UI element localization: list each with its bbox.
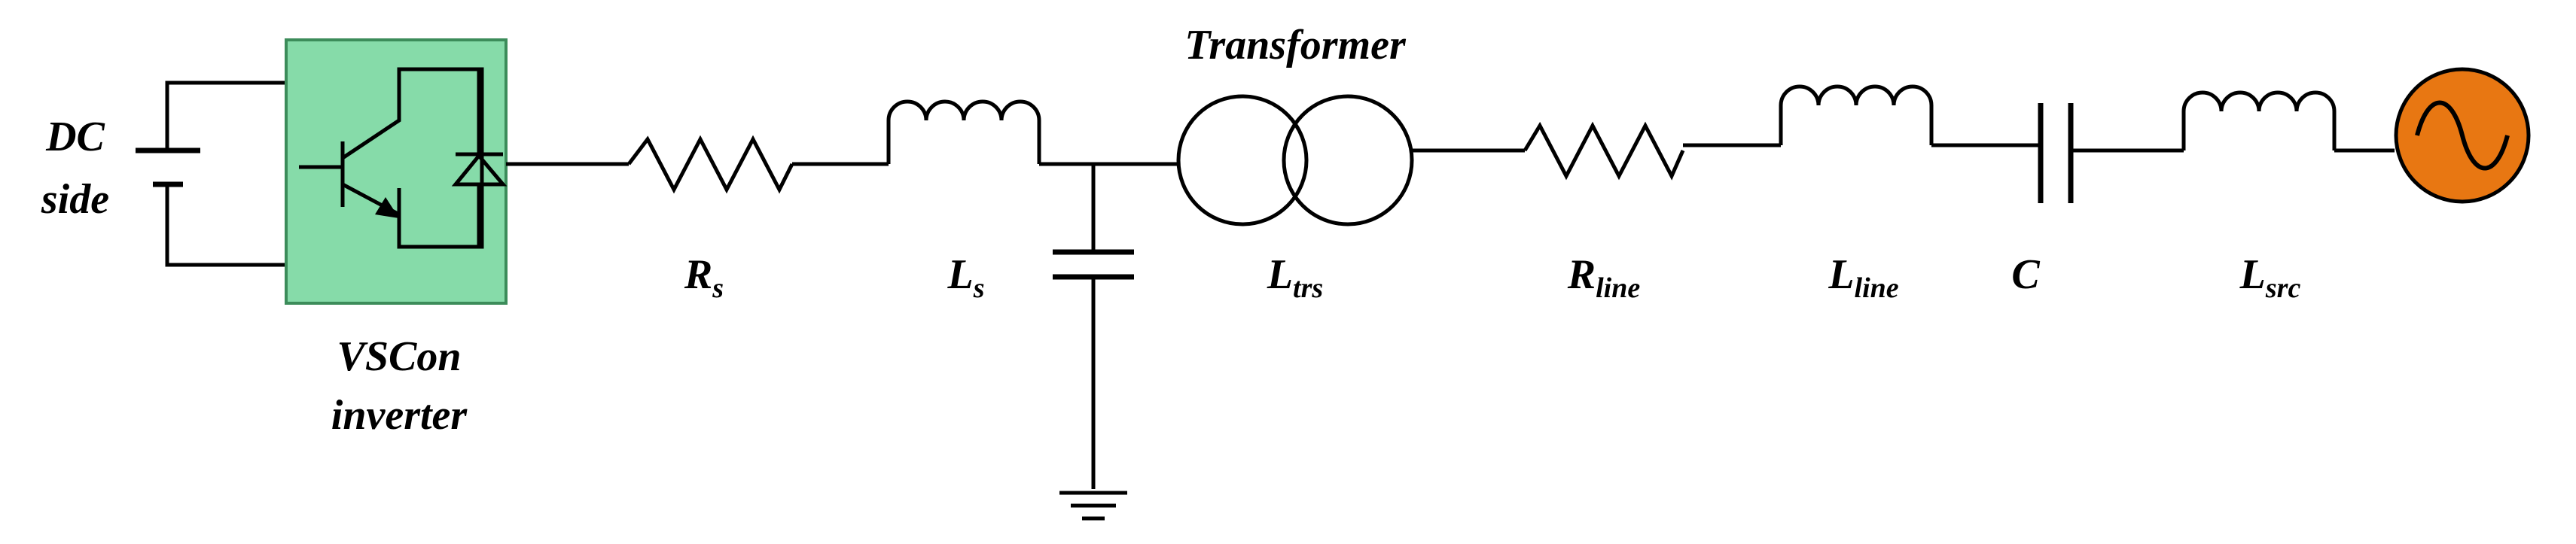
igbt-arrow: [375, 197, 399, 218]
inductor-lsrc: [2181, 90, 2337, 150]
inverter-box: [285, 38, 508, 305]
dc-battery: [136, 81, 286, 267]
inverter-label-line1: VSCon: [337, 333, 462, 380]
dc-side-label-line1: DC: [45, 114, 105, 160]
label-ltrs: Ltrs: [1267, 251, 1323, 304]
ac-source: [2394, 67, 2531, 204]
shunt-capacitor: [1053, 164, 1134, 489]
label-rs: Rs: [684, 251, 724, 304]
transformer-label: Transformer: [1184, 22, 1407, 68]
sine-wave-icon: [2415, 100, 2510, 171]
label-lsrc: Lsrc: [2239, 251, 2301, 304]
inductor-ls: [886, 99, 1041, 164]
resistor-rline: [1523, 121, 1685, 181]
label-c: C: [2011, 251, 2040, 298]
inverter-label-line2: inverter: [331, 392, 468, 439]
vsc-inverter: [285, 38, 508, 305]
series-capacitor: [2038, 103, 2074, 203]
inductor-lline: [1779, 84, 1934, 145]
transformer: [1176, 94, 1414, 226]
label-lline: Lline: [1828, 251, 1898, 304]
ground-symbol: [1059, 491, 1127, 521]
dc-side-label-line2: side: [41, 176, 109, 223]
label-ls: Ls: [947, 251, 984, 304]
label-rline: Rline: [1567, 251, 1641, 304]
resistor-rs: [627, 135, 794, 194]
